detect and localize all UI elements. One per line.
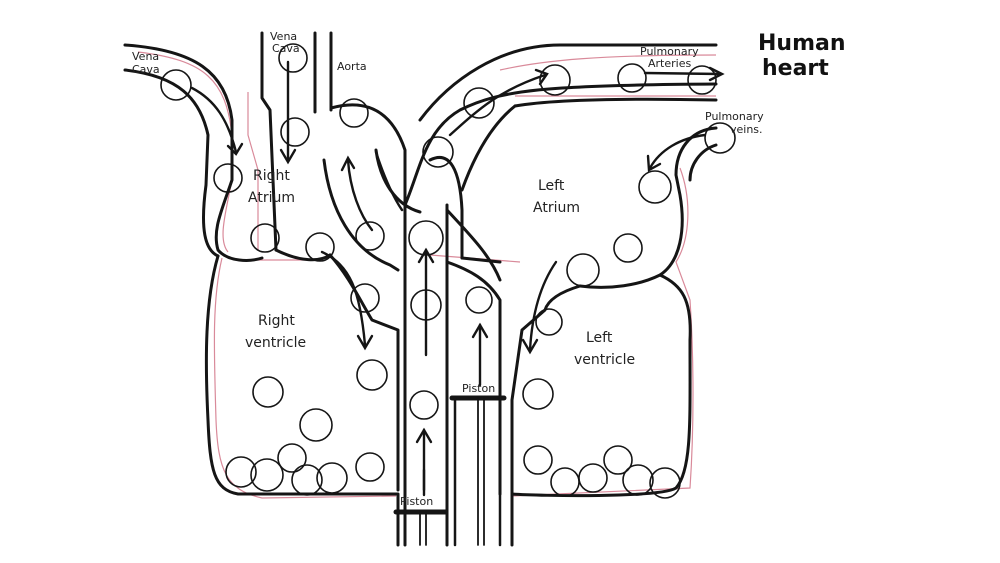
title-line-1: Human: [758, 31, 846, 56]
label-vena-cava-top-2: Cava: [272, 42, 300, 55]
pistons: [393, 395, 507, 547]
label-pulmonary-arteries-1: Pulmonary: [640, 45, 699, 58]
label-right-atrium-2: Atrium: [248, 190, 295, 206]
right-heart-outline: [123, 31, 400, 547]
label-left-ventricle-1: Left: [586, 330, 613, 346]
labels: Human heart Vena Cava Vena Cava Aorta Pu…: [132, 30, 846, 508]
arrow-left-ventricle: [528, 260, 558, 352]
label-left-atrium-1: Left: [538, 178, 565, 194]
flow-arrows: [190, 60, 725, 497]
blood-cells: [160, 43, 736, 499]
label-pulmonary-veins-2: veins.: [730, 123, 763, 136]
arrow-pulmonary-veins: [648, 133, 707, 170]
arrow-pulmonary-out: [643, 71, 722, 76]
label-vena-cava-top-1: Vena: [270, 30, 297, 43]
label-pulmonary-veins-1: Pulmonary: [705, 110, 764, 123]
label-aorta: Aorta: [337, 60, 367, 73]
pink-shading: [137, 51, 717, 499]
title-line-2: heart: [762, 56, 829, 81]
label-piston-right: Piston: [462, 382, 495, 395]
label-pulmonary-arteries-2: Arteries: [648, 57, 691, 70]
label-vena-cava-left-2: Cava: [132, 63, 160, 76]
label-piston-center: Piston: [400, 495, 433, 508]
label-right-ventricle-1: Right: [258, 313, 295, 329]
label-left-ventricle-2: ventricle: [574, 352, 635, 368]
arrow-vena-cava-in: [190, 86, 238, 154]
label-right-atrium-1: Right: [253, 168, 290, 184]
label-left-atrium-2: Atrium: [533, 200, 580, 216]
arrow-right-ventricle: [320, 250, 367, 347]
arrow-aorta-up: [346, 158, 374, 232]
arrow-pulmonary-artery: [448, 73, 547, 137]
label-right-ventricle-2: ventricle: [245, 335, 306, 351]
label-vena-cava-left-1: Vena: [132, 50, 159, 63]
